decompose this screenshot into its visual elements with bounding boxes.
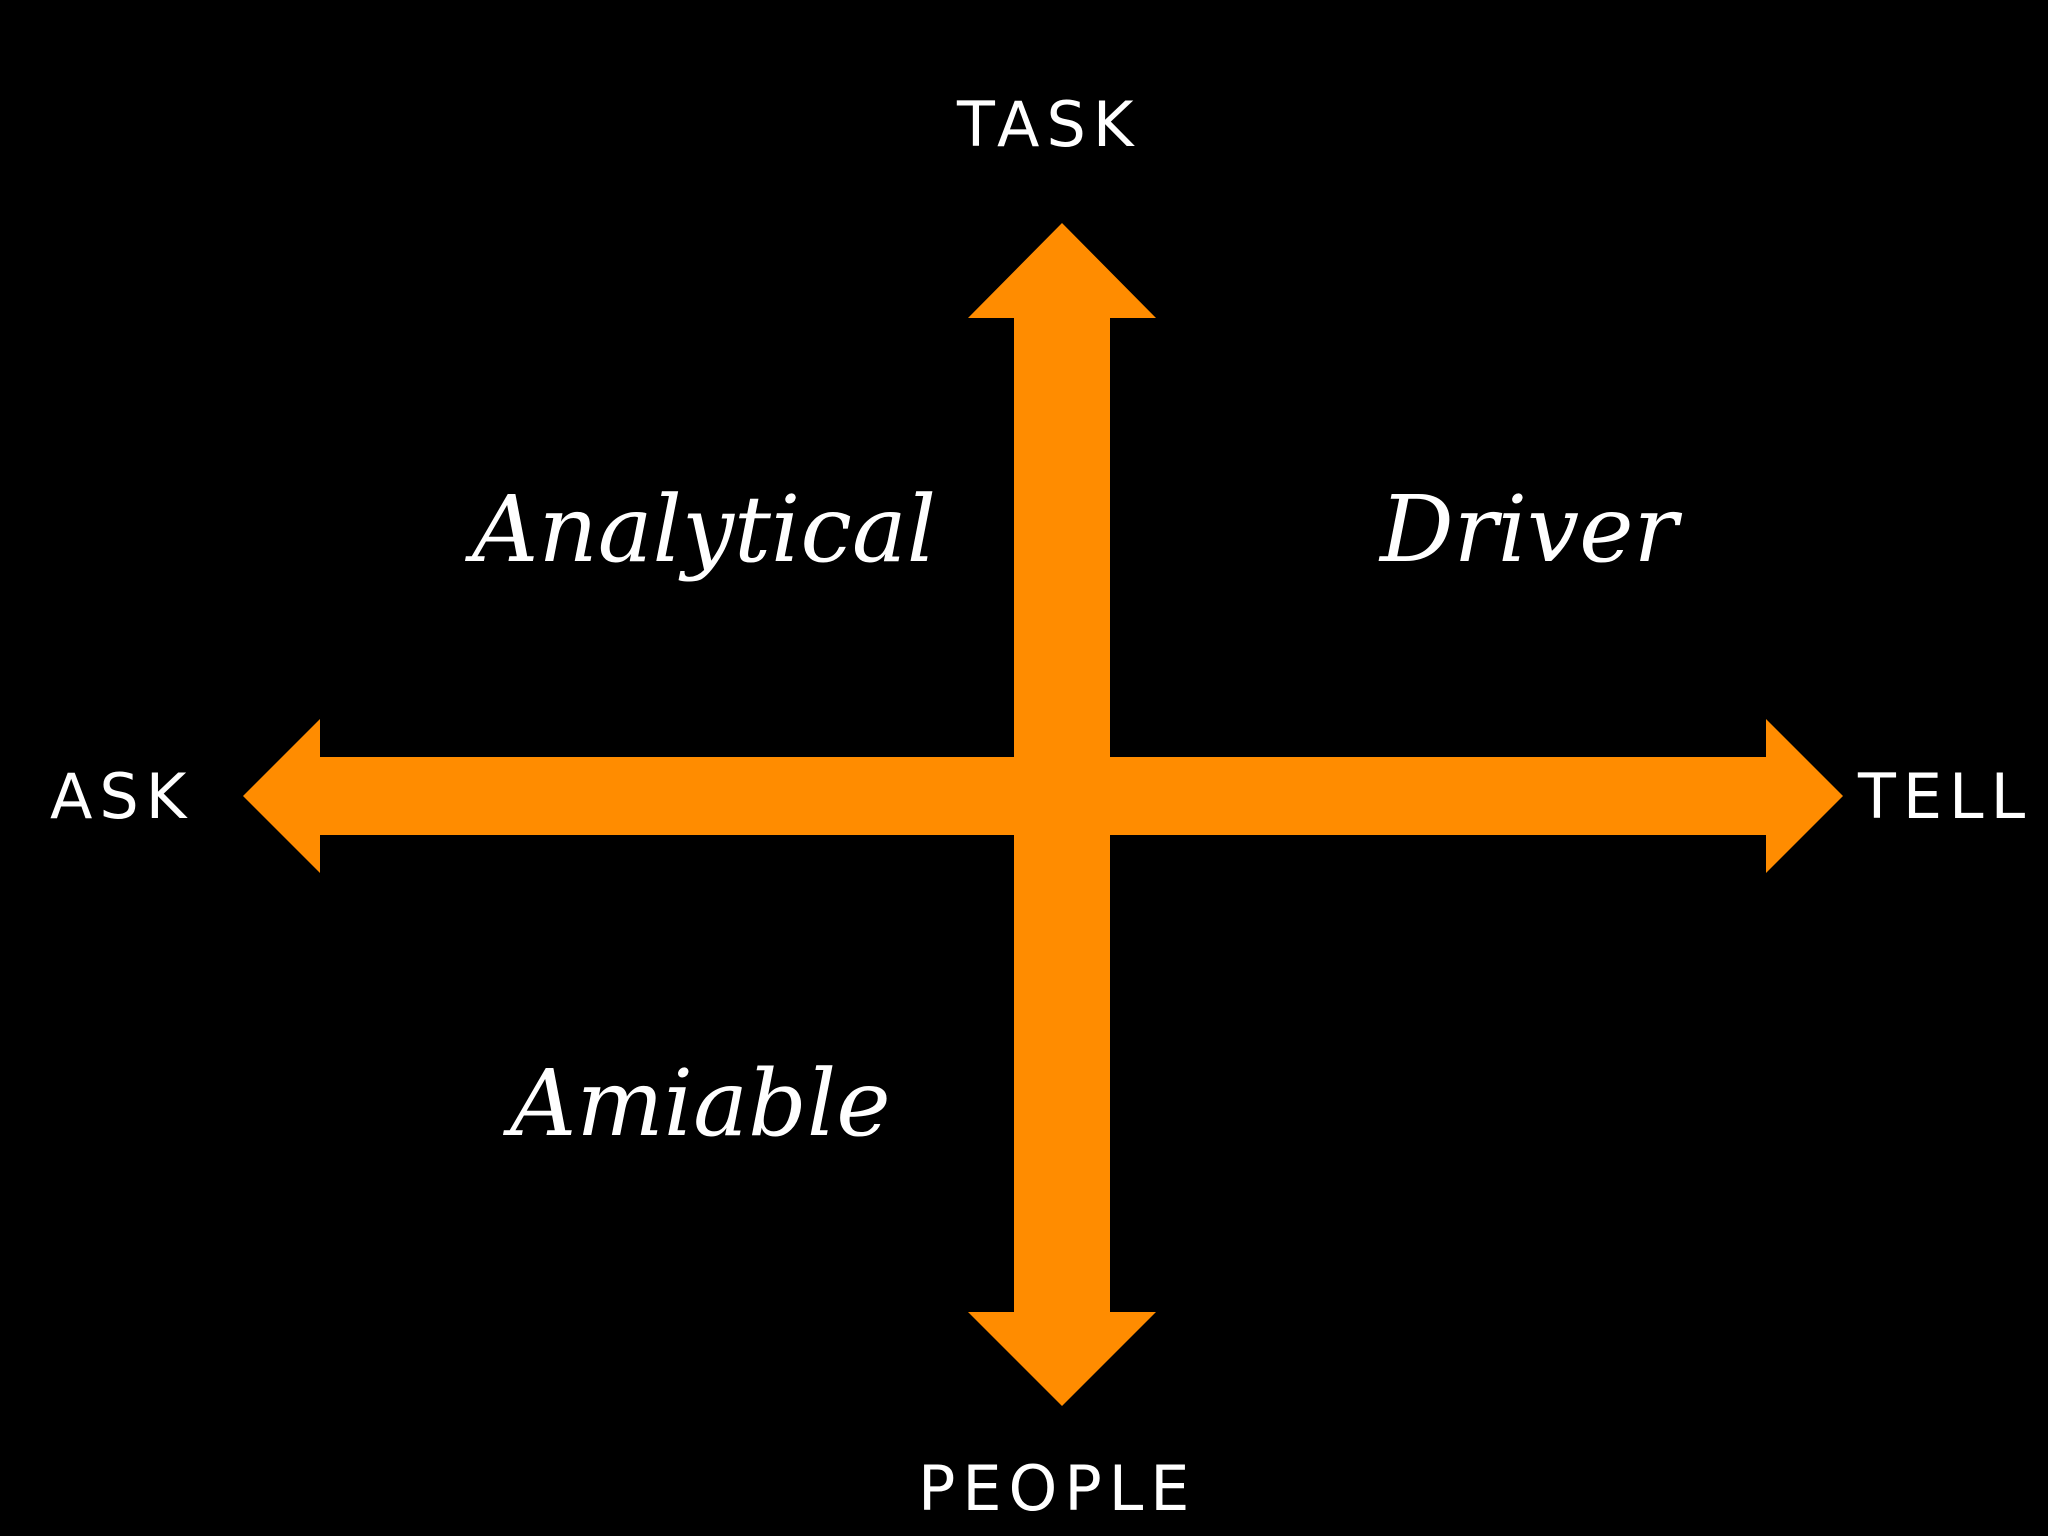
- quadrant-label-driver: Driver: [1380, 476, 1678, 583]
- axis-label-task: TASK: [957, 88, 1141, 161]
- quadrant-label-analytical: Analytical: [472, 476, 937, 583]
- axis-label-tell: TELL: [1858, 760, 2033, 833]
- quadrant-label-amiable: Amiable: [510, 1050, 891, 1157]
- vertical-double-arrow: [968, 223, 1156, 1406]
- axis-label-ask: ASK: [50, 760, 194, 833]
- axis-label-people: PEOPLE: [918, 1452, 1197, 1525]
